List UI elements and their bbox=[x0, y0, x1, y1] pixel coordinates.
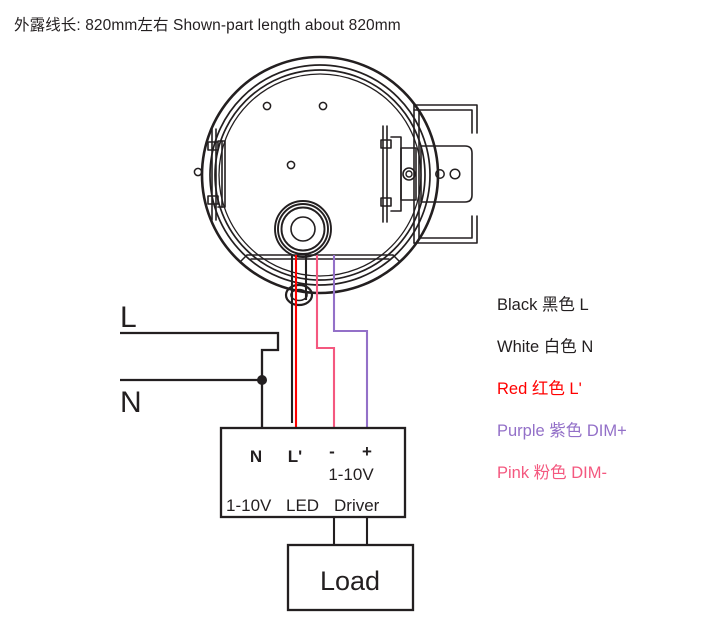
load-box bbox=[286, 543, 415, 612]
mounting-hole-top-right bbox=[318, 101, 328, 111]
housing-inner-rim-1 bbox=[209, 64, 431, 286]
legend-label-purple: Purple 紫色 DIM+ bbox=[497, 422, 627, 440]
left-clamp bbox=[207, 128, 226, 221]
housing-outer-rim bbox=[200, 55, 440, 295]
wire-color-legend: Black 黑色 L White 白色 N Red 红色 L' Purple 紫… bbox=[497, 297, 707, 507]
pink-wire-dim-minus bbox=[315, 255, 336, 428]
legend-item-red: Red 红色 L' bbox=[497, 381, 707, 423]
mounting-bracket bbox=[400, 104, 478, 244]
legend-item-white: White 白色 N bbox=[497, 339, 707, 381]
wire-junction-dot bbox=[257, 375, 267, 385]
driver-name-part2: LED bbox=[286, 496, 319, 515]
legend-label-white: White 白色 N bbox=[497, 338, 594, 356]
driver-terminal-dim-minus: - bbox=[329, 442, 335, 461]
page-title: 外露线长: 820mm左右 Shown-part length about 82… bbox=[14, 17, 401, 34]
cable-exit-nut bbox=[284, 283, 314, 307]
driver-terminal-n: N bbox=[250, 447, 262, 466]
luminaire-housing bbox=[193, 55, 478, 307]
supply-neutral-label: N bbox=[120, 386, 142, 419]
bracket-hole-2 bbox=[449, 168, 461, 180]
supply-live-label: L bbox=[120, 301, 137, 334]
legend-item-black: Black 黑色 L bbox=[497, 297, 707, 339]
purple-wire-dim-plus bbox=[332, 255, 369, 428]
load-label: Load bbox=[320, 566, 380, 596]
housing-inner-rim-2 bbox=[214, 69, 426, 281]
driver-dim-range-label: 1-10V bbox=[328, 465, 374, 484]
legend-item-purple: Purple 紫色 DIM+ bbox=[497, 423, 707, 465]
legend-label-pink: Pink 粉色 DIM- bbox=[497, 464, 608, 482]
black-wire-bundle bbox=[290, 255, 308, 423]
cable-gland-bore bbox=[290, 216, 316, 242]
mounting-hole-top-left bbox=[262, 101, 272, 111]
right-clamp bbox=[380, 125, 402, 223]
driver-terminal-l-prime: L' bbox=[288, 447, 302, 466]
driver-name-part1: 1-10V bbox=[226, 496, 272, 515]
mounting-hole-center bbox=[286, 160, 296, 170]
bracket-pivot-screw bbox=[402, 167, 416, 181]
legend-item-pink: Pink 粉色 DIM- bbox=[497, 465, 707, 507]
led-driver-box bbox=[219, 426, 407, 519]
bracket-pivot-screw-inner bbox=[405, 170, 413, 178]
bracket-hole-1 bbox=[435, 169, 445, 179]
legend-label-black: Black 黑色 L bbox=[497, 296, 589, 314]
driver-output-wires bbox=[332, 517, 369, 545]
legend-label-red: Red 红色 L' bbox=[497, 380, 582, 398]
driver-terminal-dim-plus: + bbox=[362, 442, 372, 461]
mounting-hole-left bbox=[193, 167, 203, 177]
cable-gland bbox=[274, 200, 332, 258]
housing-bottom-ledge bbox=[239, 254, 401, 263]
driver-name-part3: Driver bbox=[334, 496, 380, 515]
